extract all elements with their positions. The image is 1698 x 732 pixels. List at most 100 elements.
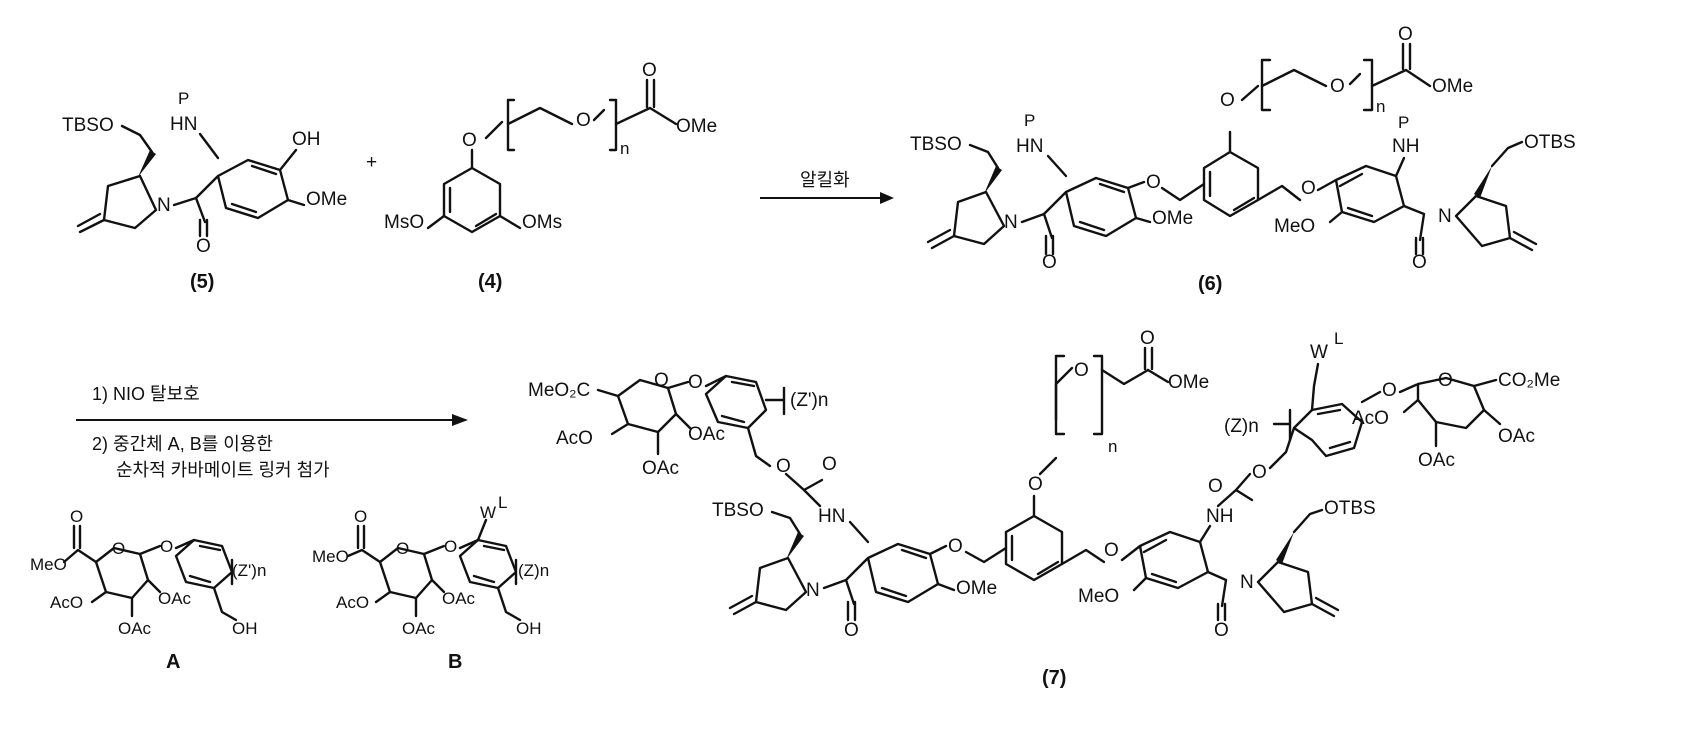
ome-label: OMe bbox=[1432, 76, 1473, 97]
n-label: n bbox=[1108, 437, 1117, 456]
intermediate-a-structure: O MeO O O (Z')n OH OAc OAc AcO bbox=[30, 507, 266, 638]
ome-label: OMe bbox=[1152, 208, 1193, 229]
oac-label: OAc bbox=[118, 619, 152, 638]
compound-6-label: (6) bbox=[1198, 273, 1222, 295]
intermediate-b-label: B bbox=[448, 651, 462, 673]
o-label: O bbox=[1028, 474, 1043, 495]
step2-deprotection: 1) NIO 탈보호 bbox=[92, 384, 200, 404]
aco-label: AcO bbox=[1352, 408, 1389, 429]
l-label: L bbox=[1334, 329, 1343, 348]
ring-o-label: O bbox=[396, 539, 409, 558]
compound-5-structure: TBSO N O P HN OH OMe bbox=[62, 89, 347, 257]
oac-label: OAc bbox=[1418, 450, 1455, 471]
z-n-label: (Z)n bbox=[518, 561, 549, 580]
aco-label: AcO bbox=[336, 593, 369, 612]
ether-o-label: O bbox=[1301, 178, 1316, 199]
plus-sign: + bbox=[366, 152, 377, 173]
p-label: P bbox=[178, 89, 189, 108]
o-label: O bbox=[1330, 76, 1345, 97]
carbonyl-o-label: O bbox=[354, 507, 367, 526]
tbso-label: TBSO bbox=[910, 134, 962, 155]
o-label: O bbox=[160, 537, 173, 556]
meo-label: MeO bbox=[1274, 216, 1315, 237]
o-label: O bbox=[1252, 462, 1267, 483]
oh-label: OH bbox=[292, 129, 321, 150]
hn-label: HN bbox=[170, 114, 197, 135]
o-label: O bbox=[1220, 90, 1235, 111]
oms-label: OMs bbox=[522, 212, 562, 233]
oac-label: OAc bbox=[158, 589, 192, 608]
n-label: N bbox=[1438, 206, 1452, 227]
ome-label: OMe bbox=[956, 578, 997, 599]
carbonyl-o-label: O bbox=[1412, 252, 1427, 273]
o-label: O bbox=[1398, 24, 1413, 45]
oac-label: OAc bbox=[1498, 426, 1535, 447]
carbonyl-o-label: O bbox=[1042, 252, 1057, 273]
o-label: O bbox=[1140, 328, 1155, 349]
compound-5-label: (5) bbox=[190, 271, 214, 293]
compound-4-label: (4) bbox=[478, 271, 502, 293]
o-label: O bbox=[444, 537, 457, 556]
p-label: P bbox=[1024, 111, 1035, 130]
step2-carbamate: 순차적 카바메이트 링커 첨가 bbox=[116, 460, 330, 480]
aco-label: AcO bbox=[556, 428, 593, 449]
otbs-label: OTBS bbox=[1524, 132, 1576, 153]
carbonyl-o-label: O bbox=[1214, 620, 1229, 641]
z-n-label: (Z)n bbox=[1224, 416, 1259, 437]
n-label: n bbox=[1376, 97, 1385, 116]
nh-label: NH bbox=[1392, 136, 1419, 157]
oh-label: OH bbox=[516, 619, 542, 638]
step2-intermediates: 2) 중간체 A, B를 이용한 bbox=[92, 434, 273, 454]
hn-label: HN bbox=[1016, 136, 1043, 157]
co2me-label: CO₂Me bbox=[1498, 370, 1560, 391]
n-label: N bbox=[157, 195, 171, 216]
carbonyl-o-label: O bbox=[844, 620, 859, 641]
meo-label: MeO bbox=[1078, 586, 1119, 607]
l-label: L bbox=[498, 493, 507, 512]
carbonyl-o-label: O bbox=[196, 236, 211, 257]
oac-label: OAc bbox=[688, 424, 725, 445]
ome-label: OMe bbox=[1168, 372, 1209, 393]
otbs-label: OTBS bbox=[1324, 498, 1376, 519]
oh-label: OH bbox=[232, 619, 258, 638]
o-label: O bbox=[1382, 380, 1397, 401]
ether-o-label: O bbox=[948, 536, 963, 557]
tbso-label: TBSO bbox=[62, 115, 114, 136]
reaction-arrow-2-head bbox=[452, 414, 468, 426]
compound-6-structure: TBSO N O P HN OMe O O O O n O OMe bbox=[910, 24, 1576, 273]
reaction-arrow-1-head bbox=[880, 192, 894, 204]
ring-o-label: O bbox=[1438, 370, 1453, 391]
ring-o-label: O bbox=[112, 539, 125, 558]
o-label: O bbox=[642, 60, 657, 81]
ether-o-label: O bbox=[1146, 172, 1161, 193]
carbonyl-o-label: O bbox=[1208, 476, 1223, 497]
o-label: O bbox=[1074, 360, 1089, 381]
compound-4-structure: O MsO OMs O n O OMe bbox=[384, 60, 717, 233]
carbonyl-o-label: O bbox=[70, 507, 83, 526]
meo2c-label: MeO₂C bbox=[528, 380, 590, 401]
compound-7-label: (7) bbox=[1042, 667, 1066, 689]
o-label: O bbox=[688, 372, 703, 393]
w-label: W bbox=[1310, 342, 1328, 363]
n-label: N bbox=[806, 580, 820, 601]
o-label: O bbox=[776, 456, 791, 477]
ome-label: OMe bbox=[676, 116, 717, 137]
oac-label: OAc bbox=[402, 619, 436, 638]
o-label: O bbox=[576, 110, 591, 131]
n-label: n bbox=[620, 139, 629, 158]
meo-label: MeO bbox=[30, 555, 67, 574]
oac-label: OAc bbox=[442, 589, 476, 608]
hn-label: HN bbox=[818, 506, 845, 527]
ring-o-label: O bbox=[654, 370, 669, 391]
intermediate-a-label: A bbox=[166, 651, 180, 673]
tbso-label: TBSO bbox=[712, 500, 764, 521]
ome-label: OMe bbox=[306, 189, 347, 210]
z-prime-n-label: (Z')n bbox=[232, 561, 266, 580]
intermediate-b-structure: O MeO O O W L (Z)n OH OAc OAc AcO bbox=[312, 493, 549, 638]
n-label: N bbox=[1240, 572, 1254, 593]
nh-label: NH bbox=[1206, 506, 1233, 527]
n-label: N bbox=[1004, 212, 1018, 233]
carbonyl-o-label: O bbox=[822, 454, 837, 475]
aco-label: AcO bbox=[50, 593, 83, 612]
p-label: P bbox=[1398, 113, 1409, 132]
